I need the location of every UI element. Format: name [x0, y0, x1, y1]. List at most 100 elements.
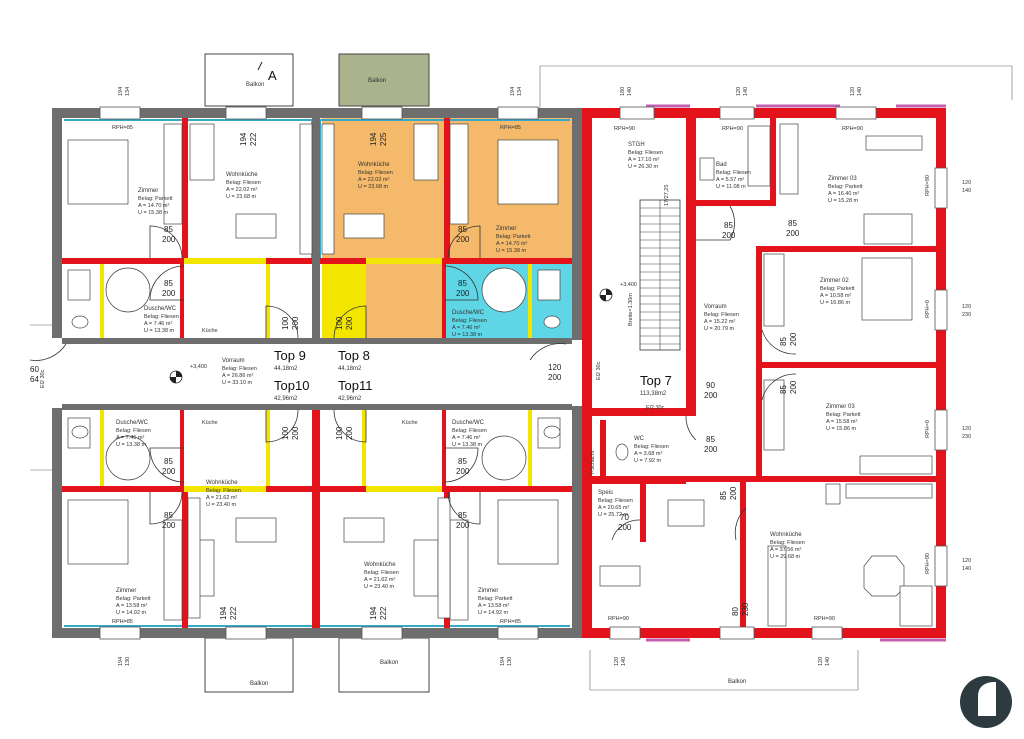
room-name: Vorraum [704, 304, 727, 310]
svg-text:200: 200 [704, 445, 718, 454]
left-block-walls [52, 108, 582, 638]
svg-text:A = 22.02 m²: A = 22.02 m² [226, 187, 258, 193]
svg-text:134: 134 [125, 87, 131, 96]
magenta-edges [646, 104, 946, 642]
svg-text:RPH=90: RPH=90 [614, 126, 635, 132]
svg-text:RPH=0: RPH=0 [925, 420, 931, 438]
svg-text:A = 37.56 m²: A = 37.56 m² [770, 547, 802, 553]
svg-text:Belag: Fliesen: Belag: Fliesen [634, 444, 669, 450]
svg-text:A = 26.86 m²: A = 26.86 m² [222, 373, 254, 379]
svg-text:U = 15.38 m: U = 15.38 m [496, 248, 527, 254]
svg-text:U = 16.86 m: U = 16.86 m [820, 300, 851, 306]
svg-text:U = 23.68 m: U = 23.68 m [358, 184, 389, 190]
unit-labels: Top 9 44,18m2 Top 8 44,18m2 Top10 42,96m… [274, 348, 672, 402]
room-name: Vorraum [222, 358, 245, 364]
svg-text:Belag: Parkett: Belag: Parkett [826, 412, 861, 418]
svg-text:85: 85 [788, 219, 797, 228]
svg-text:200: 200 [162, 521, 176, 530]
svg-text:U = 20.79 m: U = 20.79 m [704, 326, 735, 332]
svg-text:60: 60 [30, 365, 39, 374]
misc-labels: Breite=1.30m 17/27,25 I-Schacht El2 30c … [30, 185, 670, 474]
svg-text:140: 140 [825, 657, 831, 666]
svg-text:100: 100 [281, 316, 290, 330]
svg-text:Belag: Fliesen: Belag: Fliesen [358, 170, 393, 176]
svg-text:230: 230 [741, 602, 750, 616]
svg-text:Belag: Fliesen: Belag: Fliesen [452, 318, 487, 324]
svg-text:180: 180 [620, 87, 626, 96]
svg-text:Küche: Küche [402, 420, 418, 426]
svg-text:200: 200 [789, 380, 798, 394]
room-name: Zimmer 03 [826, 404, 855, 410]
doors [29, 205, 797, 541]
room-name: Speis [598, 490, 613, 496]
svg-text:80: 80 [731, 607, 740, 616]
svg-text:100: 100 [335, 426, 344, 440]
svg-text:140: 140 [962, 188, 971, 194]
room-name: Zimmer [496, 226, 516, 232]
svg-text:A = 13.58 m²: A = 13.58 m² [116, 603, 148, 609]
svg-text:Belag: Parkett: Belag: Parkett [116, 596, 151, 602]
balcony-bottom-left [204, 637, 294, 693]
svg-text:140: 140 [627, 87, 633, 96]
svg-text:194: 194 [219, 606, 228, 620]
svg-text:A = 7.46 m²: A = 7.46 m² [116, 435, 144, 441]
svg-text:Belag: Fliesen: Belag: Fliesen [222, 366, 257, 372]
unit-area-top10: 42,96m2 [274, 396, 298, 402]
svg-text:Belag: Fliesen: Belag: Fliesen [716, 170, 751, 176]
balcony-bottom-mid [338, 637, 430, 693]
svg-text:U = 11.08 m: U = 11.08 m [716, 184, 746, 190]
room-name: Zimmer [138, 188, 158, 194]
svg-text:A = 14.70 m²: A = 14.70 m² [138, 203, 170, 209]
svg-text:Küche: Küche [202, 420, 218, 426]
right-block-walls [582, 108, 946, 638]
svg-text:17/27,25: 17/27,25 [664, 185, 670, 206]
windows [99, 106, 948, 640]
svg-text:A = 14.70 m²: A = 14.70 m² [496, 241, 528, 247]
svg-text:85: 85 [724, 221, 733, 230]
svg-text:RPH=90: RPH=90 [814, 616, 835, 622]
svg-text:Belag: Fliesen: Belag: Fliesen [770, 540, 805, 546]
svg-text:200: 200 [722, 231, 736, 240]
svg-text:222: 222 [229, 606, 238, 620]
section-marker: A [268, 68, 277, 83]
svg-text:140: 140 [743, 87, 749, 96]
site-lines [30, 65, 1013, 691]
svg-text:A = 20.65 m²: A = 20.65 m² [598, 505, 630, 511]
svg-text:A = 7.46 m²: A = 7.46 m² [144, 321, 172, 327]
svg-text:200: 200 [456, 467, 470, 476]
svg-text:A = 16.40 m²: A = 16.40 m² [828, 191, 860, 197]
unit-label-top8: Top 8 [338, 348, 370, 363]
room-name: Dusche/WC [116, 420, 149, 426]
company-logo [960, 676, 1012, 728]
svg-text:120: 120 [548, 363, 562, 372]
room-name: Zimmer 02 [820, 278, 849, 284]
svg-text:U = 33.10 m: U = 33.10 m [222, 380, 253, 386]
svg-text:U = 7.92 m: U = 7.92 m [634, 458, 661, 464]
svg-text:90: 90 [706, 381, 715, 390]
svg-text:A = 21.62 m²: A = 21.62 m² [364, 577, 396, 583]
svg-text:200: 200 [162, 467, 176, 476]
svg-text:200: 200 [456, 289, 470, 298]
svg-text:Belag: Parkett: Belag: Parkett [478, 596, 513, 602]
svg-text:85: 85 [779, 385, 788, 394]
unit-label-top10: Top10 [274, 378, 309, 393]
svg-text:194: 194 [369, 606, 378, 620]
svg-text:U = 15.38 m: U = 15.38 m [138, 210, 169, 216]
svg-text:El2 30c: El2 30c [40, 369, 46, 388]
svg-text:100: 100 [335, 316, 344, 330]
balcony-top-left [204, 53, 294, 107]
svg-text:U = 13.38 m: U = 13.38 m [452, 332, 483, 338]
svg-text:64: 64 [30, 375, 39, 384]
svg-text:85: 85 [164, 279, 173, 288]
svg-text:U = 23.68 m: U = 23.68 m [226, 194, 257, 200]
unit-area-top7: 113,38m2 [640, 391, 667, 397]
svg-text:Belag: Fliesen: Belag: Fliesen [226, 180, 261, 186]
furniture [67, 123, 933, 627]
svg-text:200: 200 [789, 332, 798, 346]
svg-text:Belag: Parkett: Belag: Parkett [138, 196, 173, 202]
elevation-markers: +3,400 +3,400 [169, 282, 637, 384]
svg-text:194: 194 [118, 657, 124, 666]
room-name: Dusche/WC [452, 310, 485, 316]
svg-text:RPH=85: RPH=85 [500, 619, 521, 625]
elevation-left: +3,400 [190, 364, 207, 370]
